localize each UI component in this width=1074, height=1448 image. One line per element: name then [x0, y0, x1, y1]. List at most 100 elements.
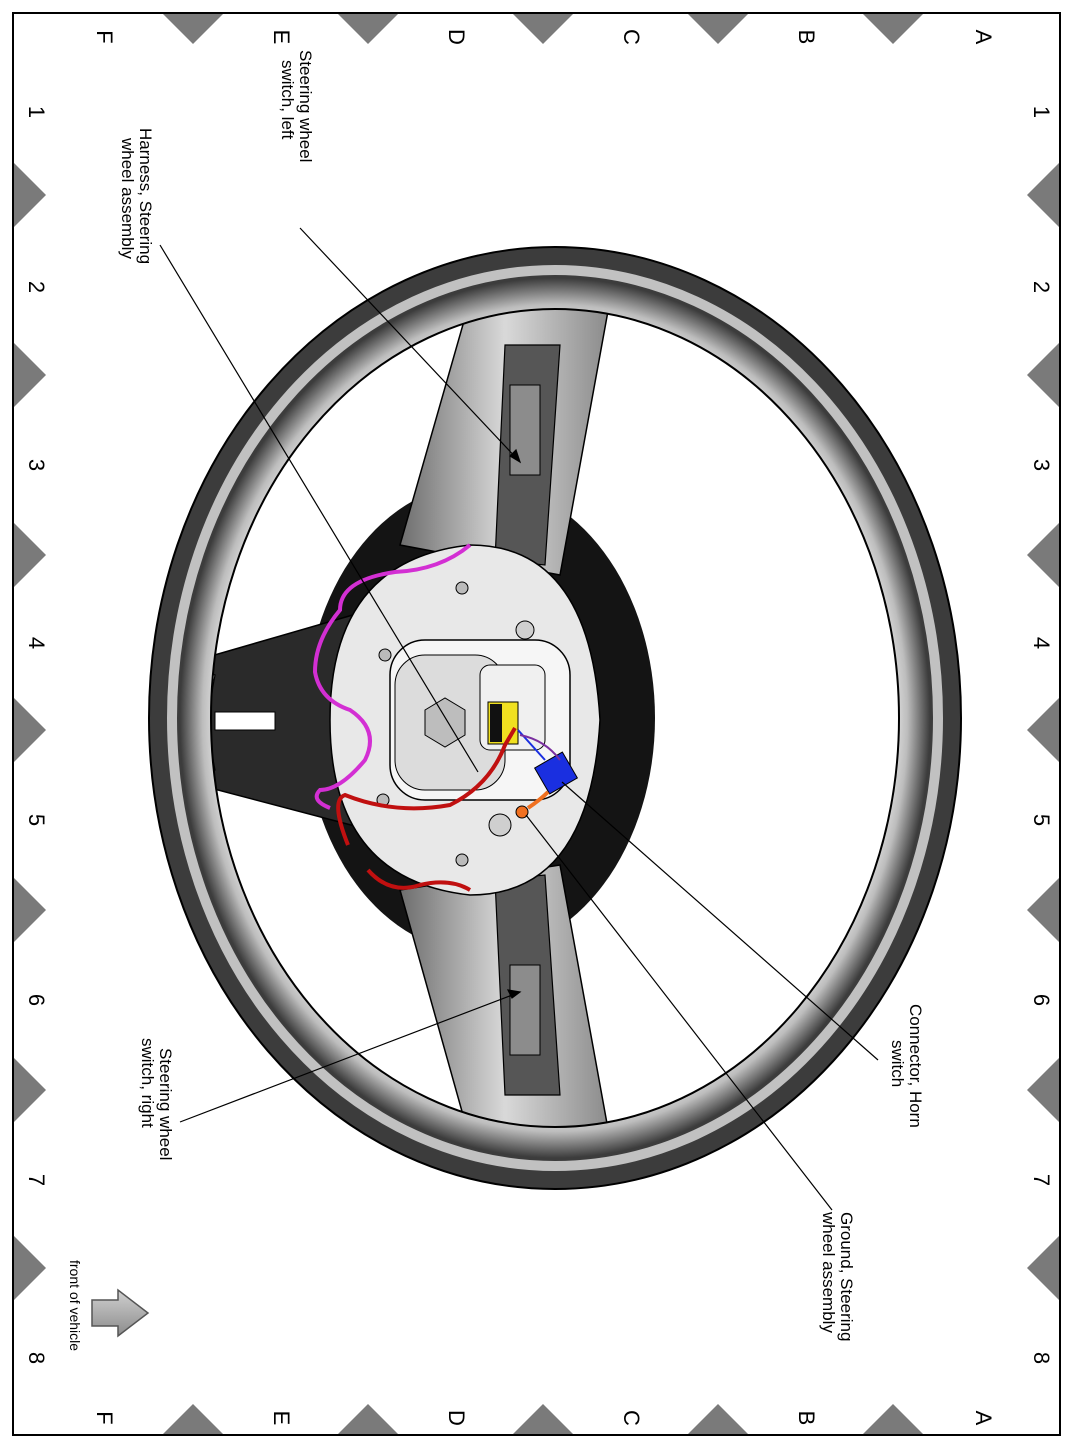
- grid-marker-bottom-5: [163, 1404, 223, 1434]
- leader-switch-left-tip: [509, 448, 522, 464]
- grid-marker-top-5: [163, 14, 223, 44]
- grid-row-label-bottom-D: D: [444, 1410, 469, 1426]
- grid-marker-left-6: [14, 1058, 46, 1122]
- bolt-2: [488, 813, 512, 837]
- leader-switch-right-tip: [506, 989, 522, 999]
- grid-row-label-bottom-B: B: [794, 1411, 819, 1426]
- grid-marker-left-4: [14, 698, 46, 762]
- grid-col-label-left-7: 7: [24, 1174, 49, 1186]
- callout-harness: Harness, Steering wheel assembly: [118, 128, 155, 264]
- leader-connector-horn: [561, 781, 879, 1061]
- grid-col-label-left-5: 5: [24, 814, 49, 826]
- grid-col-label-left-6: 6: [24, 994, 49, 1006]
- grid-col-label-right-6: 6: [1029, 994, 1054, 1006]
- grid-marker-right-2: [1027, 343, 1059, 407]
- grid-marker-left-1: [14, 163, 46, 227]
- callout-harness-line1: Harness, Steering: [136, 128, 155, 264]
- leader-harness: [159, 244, 479, 773]
- callout-connector-horn: Connector, Horn switch: [888, 1004, 925, 1128]
- grid-marker-top-1: [863, 14, 923, 44]
- bolt-5: [455, 581, 469, 595]
- bolt-3: [378, 648, 392, 662]
- grid-marker-right-5: [1027, 878, 1059, 942]
- grid-marker-top-3: [513, 14, 573, 44]
- callout-ground: Ground, Steering wheel assembly: [819, 1211, 856, 1341]
- grid-row-label-bottom-E: E: [269, 1411, 294, 1426]
- grid-row-label-top-B: B: [794, 30, 819, 45]
- rim-inner-edge: [210, 308, 900, 1128]
- grid-marker-right-6: [1027, 1058, 1059, 1122]
- leader-ground: [525, 814, 833, 1211]
- wire-magenta: [312, 543, 472, 810]
- spoke-bottom-slot: [214, 711, 276, 731]
- rim-highlight: [167, 265, 943, 1171]
- grid-col-label-left-2: 2: [24, 281, 49, 293]
- rim-outer-edge: [148, 246, 962, 1190]
- grid-marker-bottom-2: [688, 1404, 748, 1434]
- bolt-1: [515, 620, 535, 640]
- grid-marker-right-4: [1027, 698, 1059, 762]
- grid-marker-left-3: [14, 523, 46, 587]
- orange-ground-terminal: [515, 805, 529, 819]
- grid-marker-top-4: [338, 14, 398, 44]
- grid-col-label-left-1: 1: [24, 106, 49, 118]
- grid-row-label-top-D: D: [444, 29, 469, 45]
- callout-connector-horn-line2: switch: [888, 1040, 907, 1087]
- grid-row-label-bottom-A: A: [971, 1411, 996, 1426]
- grid-col-label-right-1: 1: [1029, 106, 1054, 118]
- page-border: [12, 12, 1061, 1436]
- callout-harness-line2: wheel assembly: [118, 137, 137, 259]
- black-connector-block: [490, 704, 502, 742]
- grid-col-label-left-4: 4: [24, 637, 49, 649]
- grid-marker-bottom-4: [338, 1404, 398, 1434]
- callout-ground-line1: Ground, Steering: [837, 1212, 856, 1341]
- callout-switch-right-line2: switch, right: [138, 1038, 157, 1128]
- leader-lines: [159, 227, 879, 1211]
- wheel-rim: [149, 247, 961, 1189]
- grid-marker-right-1: [1027, 163, 1059, 227]
- grid-row-label-top-C: C: [619, 29, 644, 45]
- grid-marker-right-7: [1027, 1236, 1059, 1300]
- grid-col-label-left-8: 8: [24, 1352, 49, 1364]
- grid-row-label-bottom-C: C: [619, 1410, 644, 1426]
- grid-row-label-top-A: A: [971, 30, 996, 45]
- leader-switch-right: [179, 991, 521, 1123]
- grid-row-label-top-F: F: [92, 30, 117, 43]
- steering-wheel: [148, 246, 962, 1190]
- blue-connector: [533, 751, 579, 795]
- front-of-vehicle-label: front of vehicle: [67, 1260, 83, 1351]
- grid-marker-left-7: [14, 1236, 46, 1300]
- grid-marker-bottom-3: [513, 1404, 573, 1434]
- wire-red-lower: [366, 868, 472, 892]
- grid-labels: A A B B C C D D E E F F 1 1 2 2 3 3 4 4 5 5 6 6 7 7 8 8: [24, 29, 1054, 1426]
- grid-col-label-right-7: 7: [1029, 1174, 1054, 1186]
- grid-marker-right-3: [1027, 523, 1059, 587]
- callout-ground-line2: wheel assembly: [819, 1211, 838, 1333]
- callout-switch-left: Steering wheel switch, left: [278, 50, 315, 162]
- arrow-icon: [91, 1288, 150, 1338]
- wire-purple-lead: [519, 734, 561, 761]
- grid-col-label-right-5: 5: [1029, 814, 1054, 826]
- grid-marker-bottom-1: [863, 1404, 923, 1434]
- grid-row-label-bottom-F: F: [92, 1411, 117, 1424]
- callout-switch-right: Steering wheel switch, right: [138, 1038, 175, 1160]
- grid-col-label-left-3: 3: [24, 459, 49, 471]
- callout-connector-horn-line1: Connector, Horn: [906, 1004, 925, 1128]
- ground-wire-orange: [526, 790, 550, 810]
- callout-switch-left-line2: switch, left: [278, 60, 297, 140]
- grid-col-label-right-2: 2: [1029, 281, 1054, 293]
- grid-col-label-right-4: 4: [1029, 637, 1054, 649]
- grid-col-label-right-8: 8: [1029, 1352, 1054, 1364]
- grid-markers: [14, 14, 1059, 1434]
- grid-marker-left-5: [14, 878, 46, 942]
- switch-right-button: [509, 964, 541, 1056]
- bolt-6: [455, 853, 469, 867]
- callout-switch-right-line1: Steering wheel: [156, 1048, 175, 1160]
- grid-marker-left-2: [14, 343, 46, 407]
- grid-col-label-right-3: 3: [1029, 459, 1054, 471]
- grid-row-label-top-E: E: [269, 30, 294, 45]
- callout-switch-left-line1: Steering wheel: [296, 50, 315, 162]
- orientation-indicator: front of vehicle: [67, 1260, 150, 1351]
- grid-marker-top-2: [688, 14, 748, 44]
